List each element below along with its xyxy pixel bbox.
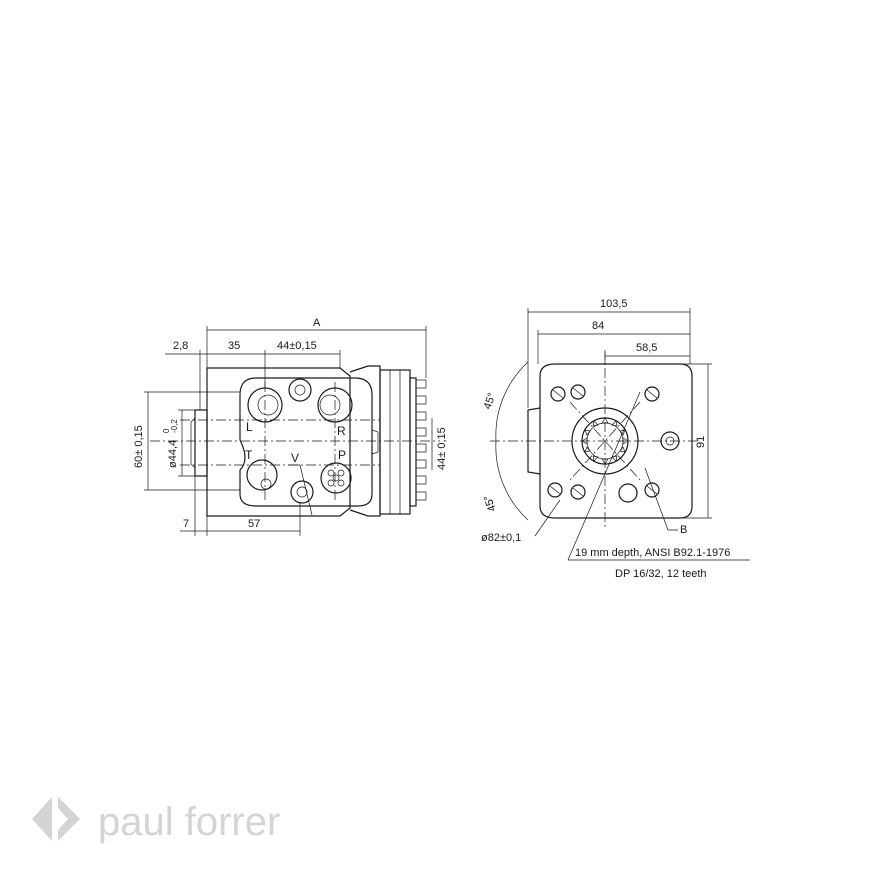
- gear-section: [379, 369, 411, 515]
- bolt-hole-large: [618, 483, 638, 503]
- port-p-label: P: [338, 448, 346, 462]
- bolt-hatch: [549, 387, 658, 497]
- port-t: [246, 459, 278, 491]
- dim-7: 7: [183, 518, 189, 530]
- dim-44-top: 44±0,15: [277, 340, 317, 352]
- side-view-flange: [194, 409, 208, 477]
- port-p: [320, 462, 352, 494]
- port-r-inner: [319, 394, 341, 416]
- side-notch: [371, 429, 379, 455]
- dim-103-5: 103,5: [600, 298, 628, 310]
- logo-mark-left: [32, 797, 52, 841]
- label-b: B: [680, 524, 687, 536]
- logo-mark-right: [58, 797, 80, 841]
- brand-name: paul forrer: [98, 800, 280, 844]
- note-line-1: 19 mm depth, ANSI B92.1-1976: [575, 547, 730, 559]
- port-r-label: R: [337, 424, 346, 438]
- note-line-2: DP 16/32, 12 teeth: [615, 568, 707, 580]
- dim-60: 60± 0,15: [133, 425, 145, 468]
- port-t-label: T: [245, 448, 253, 462]
- bolt-hole: [644, 386, 660, 402]
- angle-top: 45°: [482, 391, 499, 411]
- bolt-hole: [547, 482, 563, 498]
- bolt-hole-top: [288, 378, 312, 402]
- dim-82-leader: [534, 499, 561, 537]
- dim-57: 57: [248, 518, 260, 530]
- v-leader: [288, 464, 313, 516]
- dim-44-4-tol-lower: -0,2: [170, 419, 179, 433]
- port-t-inner: [260, 478, 272, 490]
- bolt-hole: [570, 384, 586, 400]
- dim-a: A: [313, 317, 321, 329]
- dim-58-5: 58,5: [636, 342, 657, 354]
- angle-arc-bottom: [495, 440, 529, 521]
- side-view: L R T V P A 2,8 35 44±0,15 60± 0,15 ø44,…: [133, 317, 448, 536]
- dim-44-4: ø44,4: [167, 440, 179, 468]
- port-face: [239, 377, 373, 507]
- brand-logo: paul forrer: [32, 797, 280, 844]
- dim-35: 35: [228, 340, 240, 352]
- port-l-inner: [257, 394, 279, 416]
- end-cap-bolts: [415, 379, 427, 501]
- dim-91: 91: [695, 436, 707, 448]
- dim-84: 84: [592, 320, 604, 332]
- port-v: [290, 480, 314, 504]
- dim-2-8: 2,8: [173, 340, 188, 352]
- bolt-hole: [570, 484, 586, 500]
- front-view: 45° 45° 103,5 84 58,5 91 ø82±0,1 B 19 mm…: [481, 298, 750, 580]
- dim-44-right: 44± 0,15: [436, 427, 448, 470]
- dim-44-4-tol-upper: 0: [162, 428, 171, 433]
- side-view-flange-edge: [190, 417, 196, 469]
- angle-bottom: 45°: [482, 493, 499, 513]
- port-l-label: L: [246, 420, 253, 434]
- bolt-hole-top-inner: [294, 384, 306, 396]
- port-v-label: V: [291, 451, 299, 465]
- port-v-inner: [296, 486, 308, 498]
- bolt-hole: [550, 386, 566, 402]
- note-leader: [567, 391, 641, 561]
- bolt-hole: [644, 482, 660, 498]
- label-b-leader: [644, 467, 678, 531]
- end-cap: [409, 377, 417, 507]
- angle-arc-top: [495, 361, 529, 442]
- dim-82: ø82±0,1: [481, 532, 521, 544]
- side-view-housing: [206, 367, 351, 517]
